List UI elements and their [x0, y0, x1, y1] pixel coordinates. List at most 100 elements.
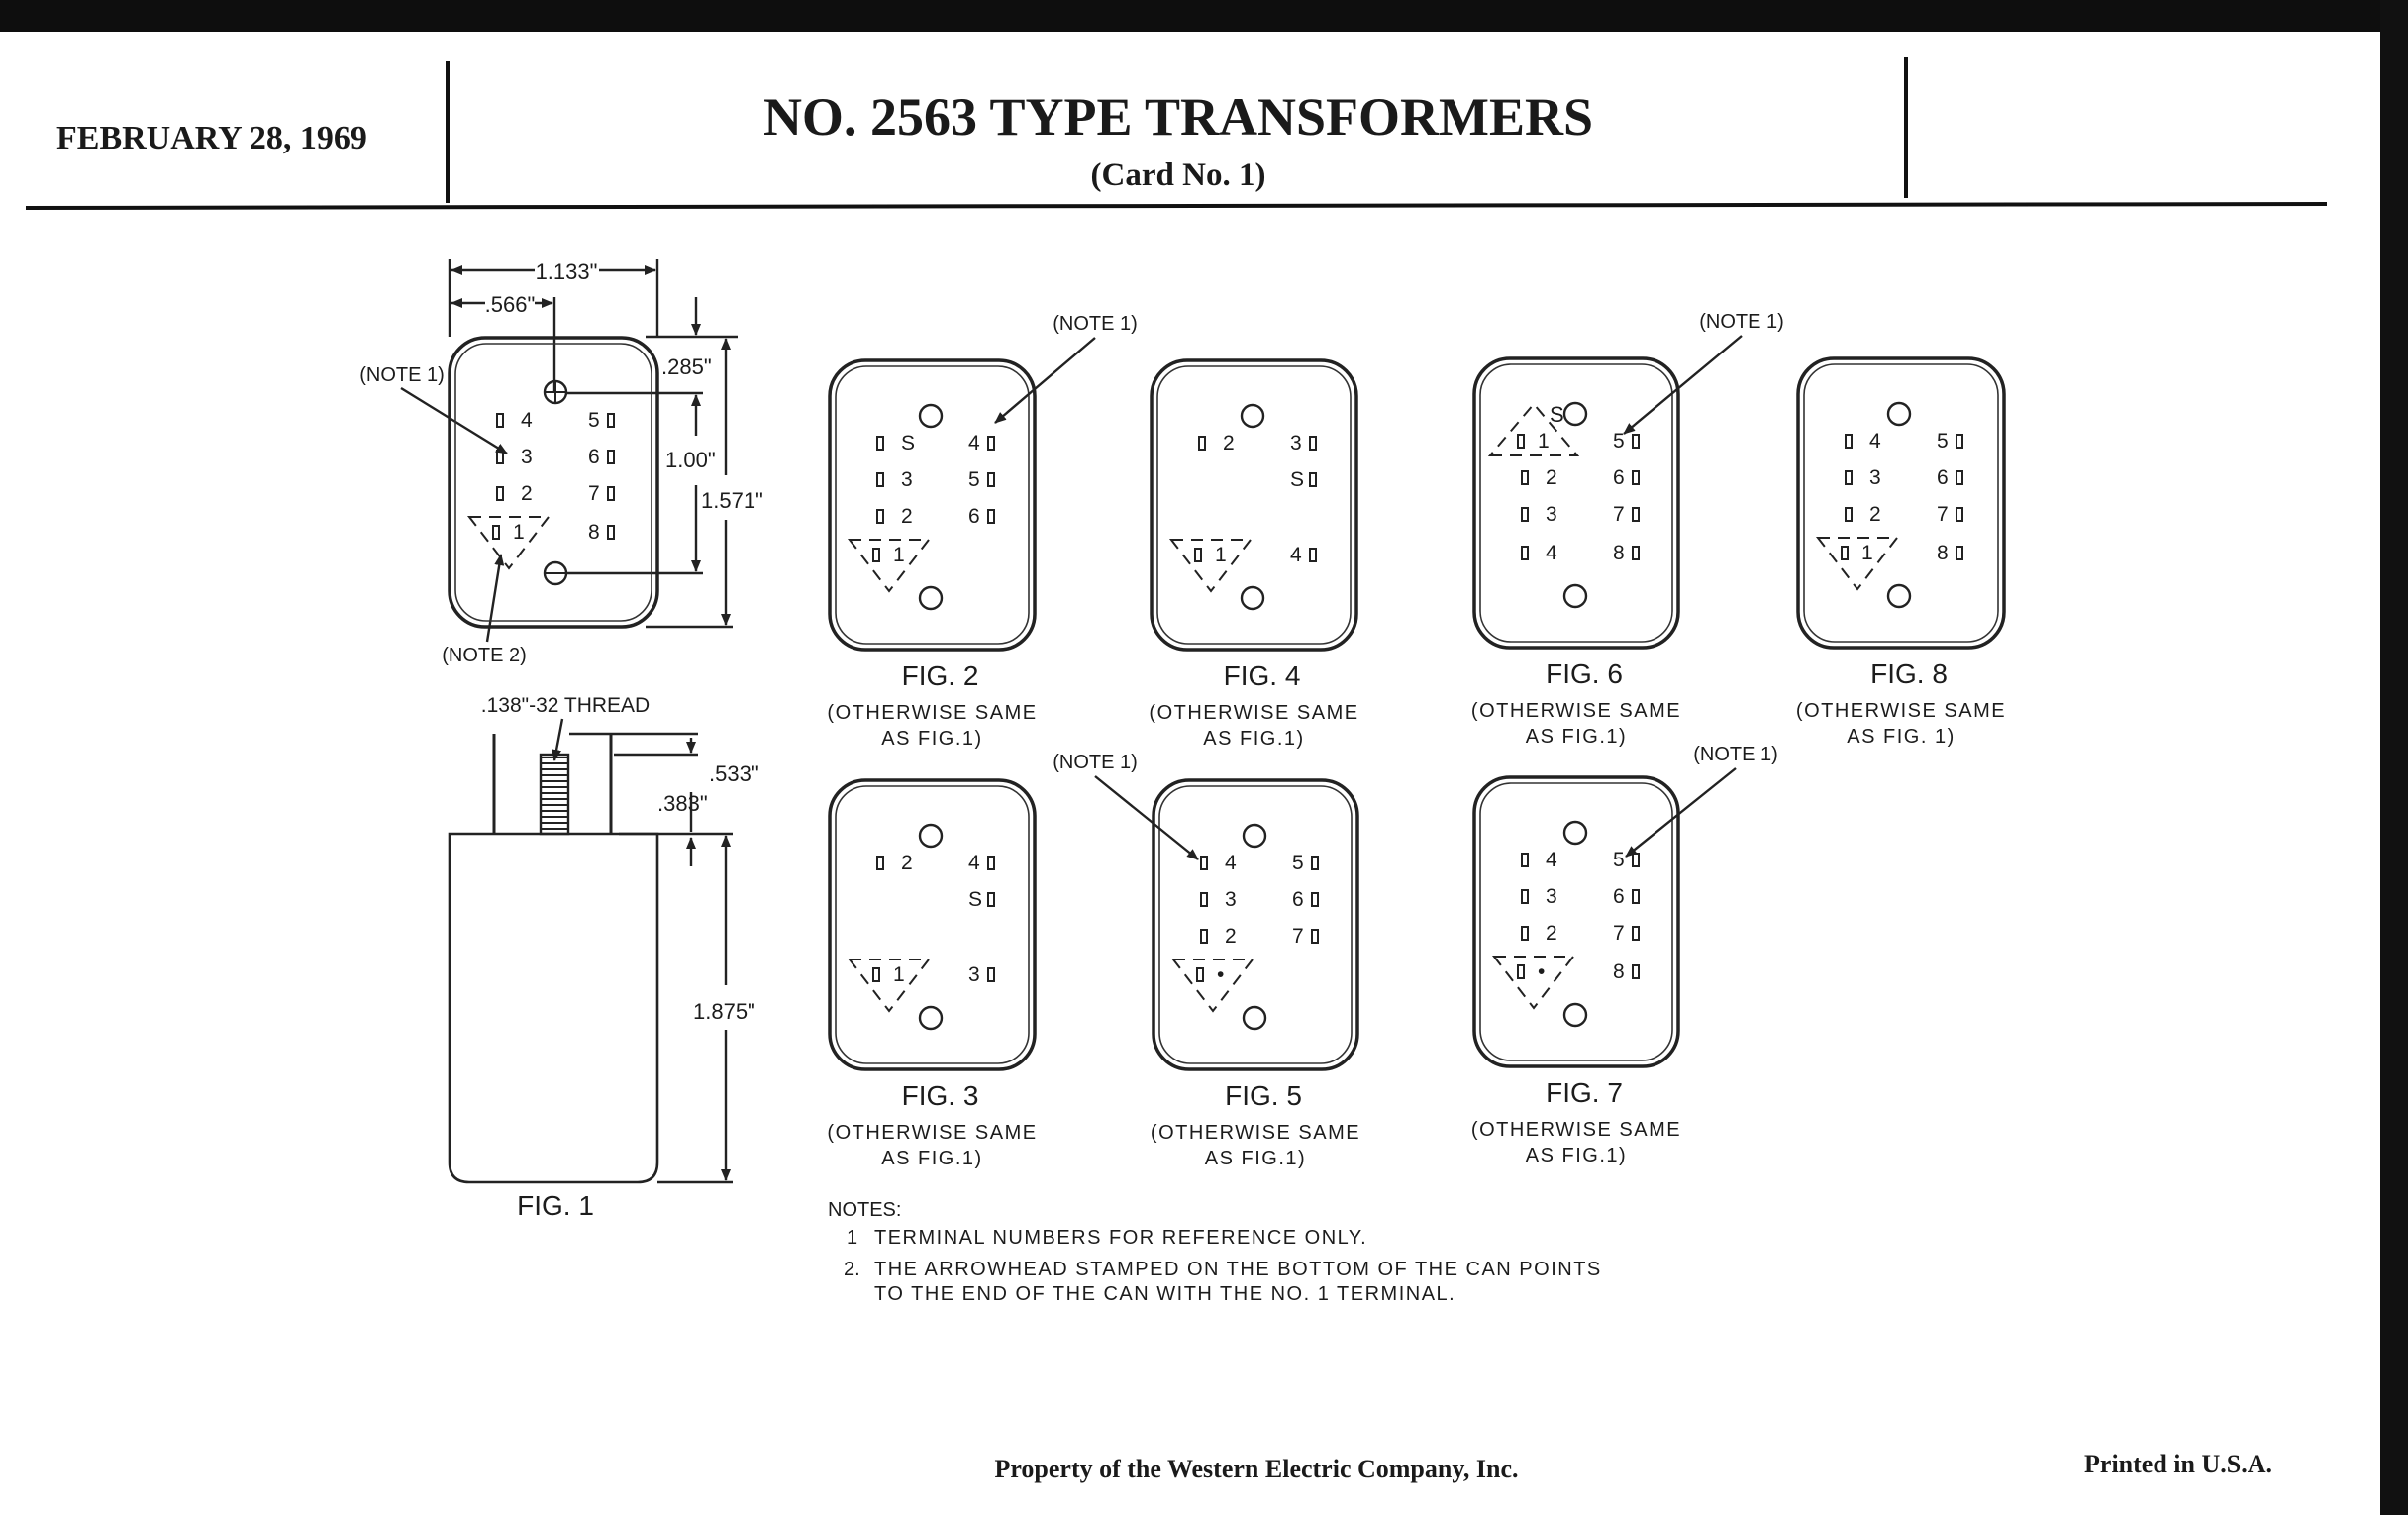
terminal-number: 6 [1613, 885, 1625, 908]
dim-stud: .533" [709, 761, 759, 786]
terminal-plate-inner [835, 785, 1030, 1064]
terminal-number: 3 [1869, 466, 1881, 489]
mounting-hole-top [1240, 403, 1265, 429]
triangle-terminal-label: • [1217, 963, 1224, 986]
note-1-number: 1 [847, 1227, 857, 1249]
figure-subcaption: (OTHERWISE SAME [827, 1122, 1037, 1144]
footer-printed: Printed in U.S.A. [2084, 1450, 2272, 1478]
scan-top-edge [0, 0, 2408, 32]
dim-height: 1.571" [701, 488, 763, 513]
figure-subcaption: (OTHERWISE SAME [1796, 700, 2006, 722]
mounting-hole-bottom [918, 1005, 944, 1031]
terminal-number: 7 [588, 482, 600, 505]
arrowhead-triangle-icon [847, 959, 932, 1013]
dim-top: .285" [661, 354, 712, 379]
terminal-number: 5 [588, 409, 600, 432]
figure-caption: FIG. 5 [1225, 1080, 1302, 1111]
terminal-pad [987, 856, 995, 870]
terminal-plate-inner [1479, 782, 1673, 1061]
fig1-note2-label: (NOTE 2) [442, 645, 527, 666]
terminal-pad [1196, 967, 1204, 982]
mounting-hole-top [1562, 401, 1588, 427]
note-callout-label: (NOTE 1) [1699, 311, 1784, 333]
terminal-plate-outline [1150, 358, 1358, 652]
terminal-plate-outline [828, 358, 1037, 652]
terminal-pad [1956, 434, 1963, 449]
terminal-pad [987, 892, 995, 907]
terminal-pad [1521, 889, 1529, 904]
fig1-note1-label: (NOTE 1) [359, 364, 445, 386]
terminal-plate-inner [1156, 365, 1352, 645]
mounting-hole-bottom [1242, 1005, 1267, 1031]
mounting-hole-bottom [1562, 583, 1588, 609]
terminal-pad [1956, 470, 1963, 485]
terminal-pad [987, 509, 995, 524]
note-1-text: TERMINAL NUMBERS FOR REFERENCE ONLY. [874, 1227, 1367, 1249]
terminal-pad [1309, 548, 1317, 562]
note-callout-label: (NOTE 1) [1053, 752, 1138, 773]
terminal-pad [1632, 470, 1640, 485]
terminal-pad [1311, 929, 1319, 944]
mounting-hole-top [918, 823, 944, 849]
mounting-hole-bottom [1240, 585, 1265, 611]
figure-caption: FIG. 6 [1546, 658, 1623, 689]
triangle-terminal-label: 1 [893, 544, 905, 566]
figure-caption: FIG. 2 [902, 660, 979, 691]
page-subtitle: (Card No. 1) [1091, 157, 1266, 193]
dim-terminal: .383" [657, 791, 708, 816]
terminal-number: 2 [1225, 925, 1237, 948]
terminal-plate-inner [454, 343, 652, 622]
terminal-plate-outline [1472, 356, 1680, 650]
terminal-number: 2 [1223, 432, 1235, 454]
figure-subcaption: (OTHERWISE SAME [827, 702, 1037, 724]
terminal-pad [607, 525, 615, 540]
figure-subcaption: AS FIG.1) [1203, 728, 1304, 750]
terminal-pad [1632, 889, 1640, 904]
figure-caption: FIG. 7 [1546, 1077, 1623, 1108]
terminal-pad [1632, 926, 1640, 941]
header-rule [25, 202, 2328, 210]
note-2-text-line2: TO THE END OF THE CAN WITH THE NO. 1 TER… [874, 1283, 1455, 1305]
terminal-number: 4 [1290, 544, 1302, 566]
mounting-hole-top [1242, 823, 1267, 849]
terminal-number: 2 [1546, 466, 1557, 489]
triangle-terminal-label: 1 [1215, 544, 1227, 566]
terminal-number: 3 [1225, 888, 1237, 911]
dim-width: 1.133" [536, 259, 598, 284]
terminal-pad [1845, 507, 1853, 522]
mounting-hole-bottom [1886, 583, 1912, 609]
terminal-pad [1198, 436, 1206, 451]
header-date: FEBRUARY 28, 1969 [56, 120, 367, 156]
terminal-pad [1309, 436, 1317, 451]
terminal-number: 3 [968, 963, 980, 986]
terminal-pad [496, 450, 504, 464]
terminal-pad [492, 525, 500, 540]
terminal-pad [1632, 507, 1640, 522]
figure-subcaption: (OTHERWISE SAME [1151, 1122, 1360, 1144]
terminal-number: 4 [1546, 542, 1557, 564]
terminal-number: 4 [1225, 852, 1237, 874]
figure-caption: FIG. 3 [902, 1080, 979, 1111]
terminal-number: 6 [1292, 888, 1304, 911]
terminal-number: 6 [1613, 466, 1625, 489]
terminal-pad [1521, 546, 1529, 560]
terminal-number: 2 [901, 852, 913, 874]
arrowhead-triangle-icon [1487, 402, 1580, 456]
terminal-number: 5 [1292, 852, 1304, 874]
terminal-pad [1956, 507, 1963, 522]
terminal-pad [1521, 926, 1529, 941]
terminal-number: 7 [1613, 503, 1625, 526]
figure-subcaption: AS FIG.1) [1526, 1145, 1627, 1166]
terminal-pad [1311, 892, 1319, 907]
terminal-number: 2 [521, 482, 533, 505]
terminal-pad [872, 967, 880, 982]
terminal-number: 3 [1546, 885, 1557, 908]
terminal-plate-inner [835, 365, 1030, 645]
terminal-number: 3 [1290, 432, 1302, 454]
terminal-pad [987, 967, 995, 982]
terminal-pad [1200, 929, 1208, 944]
